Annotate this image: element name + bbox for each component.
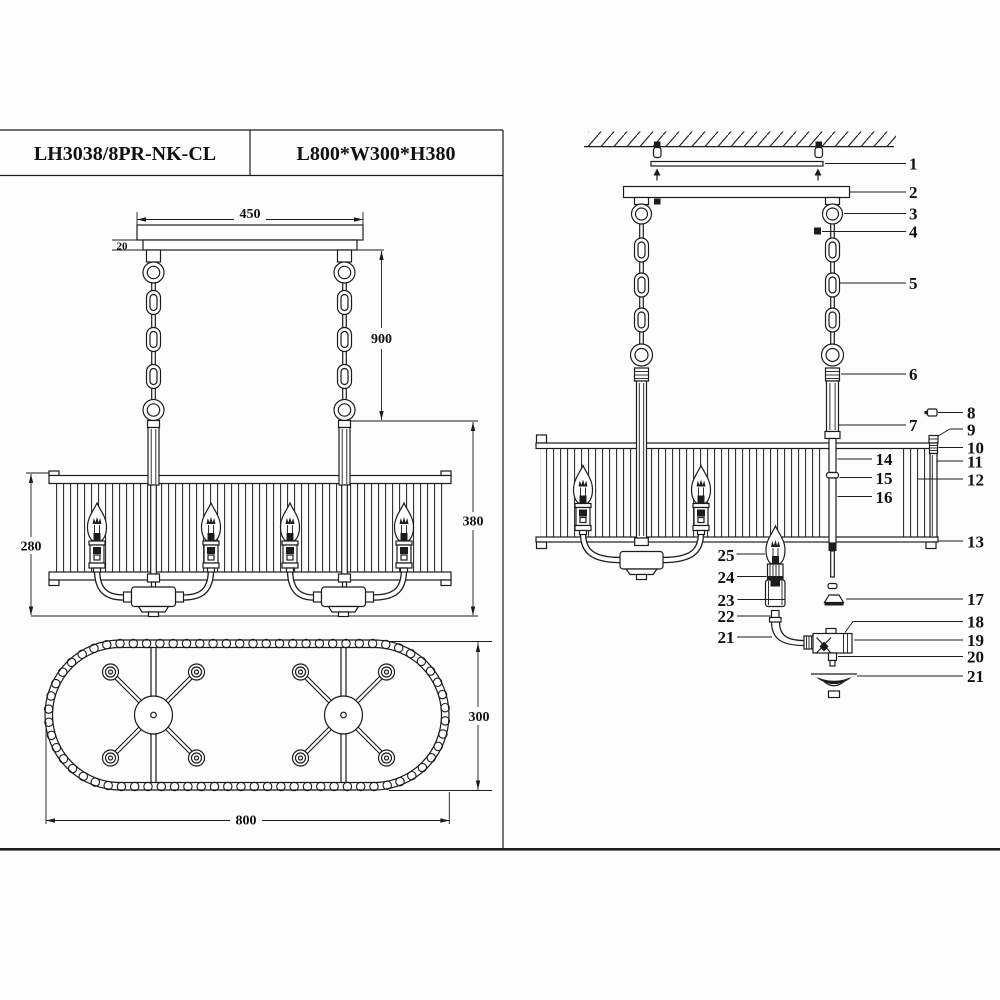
model-number: LH3038/8PR-NK-CL [34,143,216,165]
part-label-14: 14 [876,450,894,469]
crystal-rods-front [52,483,448,572]
part-label-15: 15 [876,469,893,488]
part-label-21b: 21 [967,667,984,686]
assembly-view: 1 2 3 4 5 6 7 8 9 10 11 12 13 14 15 16 1… [535,131,985,699]
oval-length-dim: 800 [236,814,257,829]
front-chain-left [142,249,165,422]
part-label-19: 19 [967,631,984,650]
part-label-21: 21 [718,628,735,647]
callout-lines [736,163,963,677]
plug-part8 [924,408,938,417]
suspension-height-dim: 900 [371,332,392,347]
front-rod-right [337,419,352,588]
assembly-chain-right [820,196,845,367]
part-label-1: 1 [909,155,918,174]
finial-17 [823,594,845,606]
canopy-width-dim: 450 [240,207,261,222]
socket-assembly [812,627,853,667]
part-label-16: 16 [876,488,893,507]
assembly-rod-right [824,367,841,590]
arm-tube-21 [770,621,814,650]
part-label-20: 20 [967,648,984,667]
top-hub-right [291,648,396,783]
end-post [929,452,938,538]
part-label-18: 18 [967,613,984,632]
assembly-shade [535,434,939,550]
front-hub-right [312,586,375,618]
fixture-height-dim: 380 [463,515,484,530]
bead-trim-ring [43,638,451,792]
canopy-thickness-dim: 20 [117,241,129,253]
part-label-22: 22 [718,607,735,626]
part-label-12: 12 [967,471,984,490]
part-label-13: 13 [967,533,984,552]
connector-22 [768,609,782,623]
set-screw-left [654,198,661,205]
oval-width-dim: 300 [469,710,490,725]
part-label-8: 8 [967,404,976,423]
assembly-chain-left [629,196,654,367]
set-screw-part4 [814,227,821,235]
canopy-assembly [622,185,851,199]
top-view: 300 800 [43,638,494,829]
socket-top-view [101,663,206,767]
bottom-saucer [811,673,857,699]
top-hub-left [101,648,206,783]
lock-collar [825,471,840,479]
ceiling-hatch [588,131,896,147]
lamp-holder-24 [766,563,784,581]
front-arms [93,568,408,601]
dim-450: 450 [136,206,364,225]
fixture-size: L800*W300*H380 [297,143,456,165]
front-chain-right [333,249,356,422]
front-rod-left [146,419,161,588]
part-label-6: 6 [909,365,918,384]
part-label-24: 24 [718,568,736,587]
part-label-11: 11 [967,453,983,472]
front-view: 450 20 900 380 [16,206,488,618]
part-number-labels: 1 2 3 4 5 6 7 8 9 10 11 12 13 14 15 16 1… [718,155,985,687]
ceiling-anchors [652,141,824,159]
dim-800: 800 [45,722,450,829]
part-label-5: 5 [909,274,918,293]
assembly-arms [579,532,705,564]
front-hub-left [122,586,185,618]
stem-rod [825,380,840,433]
stub-20 [827,652,838,662]
dim-280: 280 [16,472,49,616]
assembly-hub [619,550,664,581]
part-label-7: 7 [909,416,918,435]
part-label-4: 4 [909,223,918,242]
bottom-border [0,848,1000,851]
dim-20: 20 [112,239,143,253]
part-label-10: 10 [967,439,984,458]
threaded-pipe [828,437,837,474]
title-table: LH3038/8PR-NK-CL L800*W300*H380 [0,129,503,177]
canopy-front [136,224,364,241]
socket-cup-23 [764,579,786,608]
part-label-3: 3 [909,205,918,224]
exploded-lamp-stack [764,525,814,650]
part-label-9: 9 [967,421,976,440]
mounting-screws [653,168,822,181]
part-label-17: 17 [967,590,985,609]
part-label-2: 2 [909,183,918,202]
front-shade [48,470,452,587]
dim-380: 380 [458,422,488,616]
ceiling [584,131,896,148]
part-label-23: 23 [718,591,735,610]
dim-300: 300 [389,641,494,791]
dim-900: 900 [357,249,396,420]
socket-top-view [291,663,396,767]
shade-height-dim: 280 [21,540,42,555]
part-label-25: 25 [718,546,735,565]
assembly-rod-left [633,367,650,547]
mounting-bar [650,160,824,167]
